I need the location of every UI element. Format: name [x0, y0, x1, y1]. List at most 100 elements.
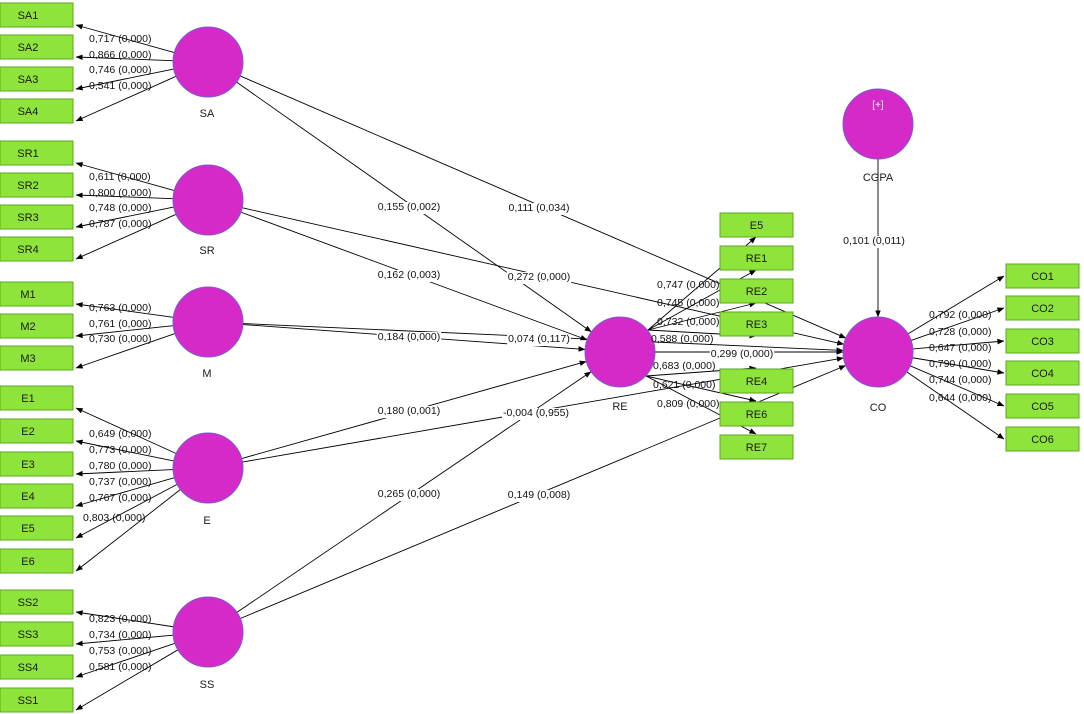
indicator-box[interactable]: [719, 278, 794, 304]
indicator-m3[interactable]: M3: [0, 345, 74, 371]
indicator-box[interactable]: [1005, 263, 1080, 289]
loading-label: 0,790 (0,000): [929, 358, 991, 370]
construct-cgpa[interactable]: CGPA[+]: [842, 88, 914, 184]
indicator-box[interactable]: [0, 313, 74, 339]
indicator-box[interactable]: [719, 245, 794, 271]
indicator-box[interactable]: [0, 204, 74, 230]
indicator-sa4[interactable]: SA4: [0, 98, 74, 124]
indicator-co1[interactable]: CO1: [1005, 263, 1080, 289]
path-coefficient-label: 0,162 (0,003): [378, 269, 440, 281]
indicator-re3[interactable]: RE3: [719, 311, 794, 337]
indicator-box[interactable]: [0, 34, 74, 60]
indicator-sa1[interactable]: SA1: [0, 2, 74, 28]
construct-circle[interactable]: [172, 432, 244, 504]
construct-re[interactable]: RE: [584, 316, 656, 413]
indicator-re2[interactable]: RE2: [719, 278, 794, 304]
construct-circle[interactable]: [584, 316, 656, 388]
indicator-ss4[interactable]: SS4: [0, 654, 74, 680]
indicator-box[interactable]: [0, 2, 74, 28]
loading-arrow-co1: [907, 275, 1005, 335]
indicator-e3[interactable]: E3: [0, 451, 74, 477]
indicator-box[interactable]: [0, 589, 74, 615]
indicator-box[interactable]: [719, 434, 794, 460]
indicator-re4[interactable]: RE4: [719, 368, 794, 394]
indicator-box[interactable]: [0, 66, 74, 92]
indicator-label: CO2: [1031, 303, 1054, 315]
indicator-co2[interactable]: CO2: [1005, 295, 1080, 321]
indicator-sa3[interactable]: SA3: [0, 66, 74, 92]
construct-circle[interactable]: [172, 26, 244, 98]
indicator-box[interactable]: [0, 236, 74, 262]
indicator-box[interactable]: [0, 385, 74, 411]
construct-circle[interactable]: [172, 286, 244, 358]
indicator-co6[interactable]: CO6: [1005, 426, 1080, 452]
construct-label: SS: [200, 679, 215, 691]
indicator-box[interactable]: [0, 515, 74, 541]
construct-circle[interactable]: [842, 88, 914, 160]
path-coefficient-label: 0,149 (0,008): [508, 489, 570, 501]
indicator-e5[interactable]: E5: [0, 515, 74, 541]
indicator-re-e5[interactable]: E5: [719, 212, 794, 238]
construct-co[interactable]: CO: [842, 316, 914, 414]
indicator-e6[interactable]: E6: [0, 548, 74, 574]
indicator-label: RE1: [746, 253, 767, 265]
loading-label: 0,746 (0,000): [89, 64, 151, 76]
indicator-box[interactable]: [0, 418, 74, 444]
indicator-m2[interactable]: M2: [0, 313, 74, 339]
construct-circle[interactable]: [172, 164, 244, 236]
indicator-sr4[interactable]: SR4: [0, 236, 74, 262]
construct-sr[interactable]: SR: [172, 164, 244, 257]
construct-e[interactable]: E: [172, 432, 244, 527]
indicator-box[interactable]: [719, 368, 794, 394]
loading-arrow-e1: [75, 407, 177, 454]
indicator-box[interactable]: [0, 281, 74, 307]
indicator-box[interactable]: [0, 621, 74, 647]
indicator-co3[interactable]: CO3: [1005, 328, 1080, 354]
indicator-label: SR3: [17, 212, 38, 224]
indicator-box[interactable]: [719, 311, 794, 337]
indicator-box[interactable]: [0, 98, 74, 124]
indicator-sr1[interactable]: SR1: [0, 140, 74, 166]
indicator-label: E2: [21, 426, 34, 438]
indicator-ss3[interactable]: SS3: [0, 621, 74, 647]
indicator-co4[interactable]: CO4: [1005, 360, 1080, 386]
indicator-re1[interactable]: RE1: [719, 245, 794, 271]
indicator-box[interactable]: [0, 345, 74, 371]
path-label-bg: [376, 489, 442, 501]
construct-m[interactable]: M: [172, 286, 244, 380]
indicator-box[interactable]: [1005, 393, 1080, 419]
construct-circle[interactable]: [842, 316, 914, 388]
loading-label: 0,753 (0,000): [89, 645, 151, 657]
indicator-box[interactable]: [0, 548, 74, 574]
indicator-re7[interactable]: RE7: [719, 434, 794, 460]
indicator-e4[interactable]: E4: [0, 483, 74, 509]
expand-badge[interactable]: [+]: [872, 100, 884, 111]
construct-ss[interactable]: SS: [172, 596, 244, 691]
indicator-e2[interactable]: E2: [0, 418, 74, 444]
indicator-ss1[interactable]: SS1: [0, 687, 74, 713]
indicator-box[interactable]: [0, 687, 74, 713]
loading-arrow-re6: [645, 375, 757, 403]
loading-label: 0,621 (0,000): [653, 379, 715, 391]
indicator-m1[interactable]: M1: [0, 281, 74, 307]
indicator-re6[interactable]: RE6: [719, 401, 794, 427]
indicator-box[interactable]: [719, 401, 794, 427]
indicator-box[interactable]: [1005, 426, 1080, 452]
construct-sa[interactable]: SA: [172, 26, 244, 120]
indicator-box[interactable]: [1005, 328, 1080, 354]
indicator-box[interactable]: [0, 483, 74, 509]
indicator-co5[interactable]: CO5: [1005, 393, 1080, 419]
construct-circle[interactable]: [172, 596, 244, 668]
indicator-box[interactable]: [1005, 360, 1080, 386]
indicator-box[interactable]: [0, 172, 74, 198]
indicator-box[interactable]: [719, 212, 794, 238]
indicator-ss2[interactable]: SS2: [0, 589, 74, 615]
indicator-box[interactable]: [1005, 295, 1080, 321]
indicator-sr2[interactable]: SR2: [0, 172, 74, 198]
indicator-sr3[interactable]: SR3: [0, 204, 74, 230]
indicator-box[interactable]: [0, 451, 74, 477]
indicator-box[interactable]: [0, 140, 74, 166]
indicator-sa2[interactable]: SA2: [0, 34, 74, 60]
indicator-box[interactable]: [0, 654, 74, 680]
indicator-e1[interactable]: E1: [0, 385, 74, 411]
